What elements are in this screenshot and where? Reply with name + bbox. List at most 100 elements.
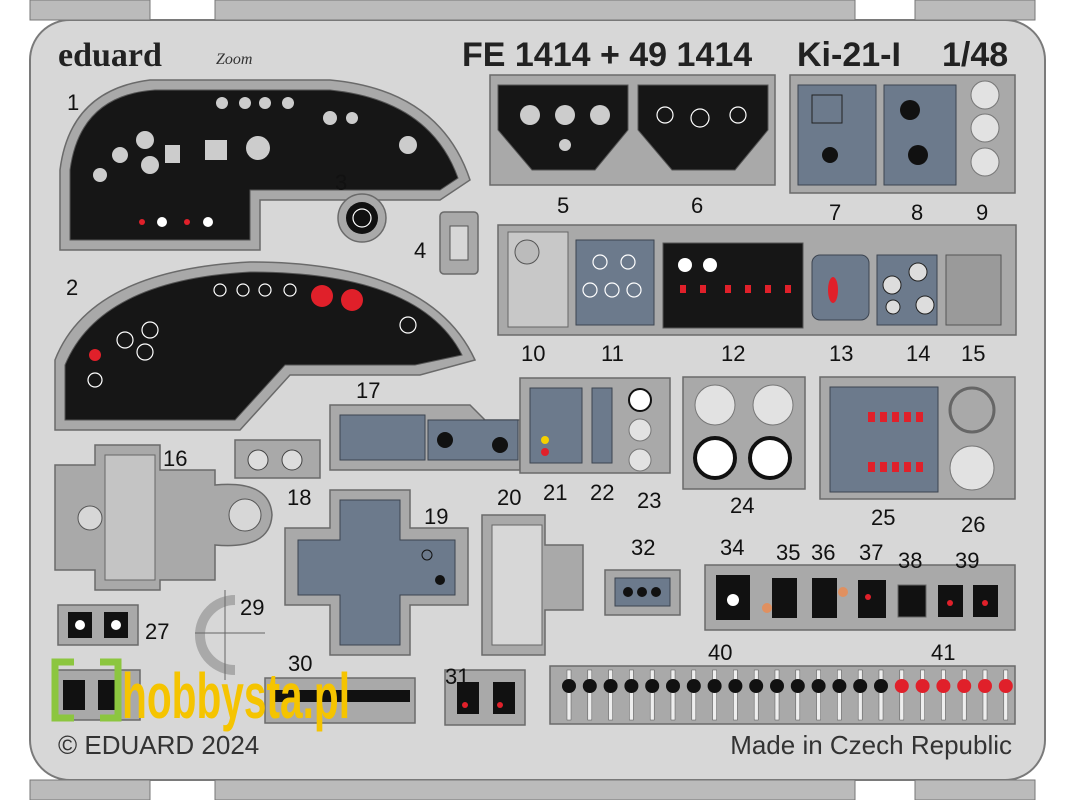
- black-knob: [707, 679, 722, 693]
- part-19: [284, 489, 469, 656]
- black-knob: [749, 679, 764, 693]
- black-knob: [624, 679, 639, 693]
- part-label: 20: [497, 485, 521, 510]
- part-34-39: [704, 564, 1016, 631]
- part-32: [604, 569, 681, 616]
- red-knob: [978, 679, 992, 693]
- knob-stem: [712, 669, 717, 721]
- black-knob: [728, 679, 743, 693]
- part-30: [264, 677, 416, 724]
- eduard-logo: eduard: [58, 37, 162, 74]
- black-knob: [853, 679, 868, 693]
- black-knob: [562, 679, 576, 693]
- part-label: 3: [335, 170, 347, 195]
- part-label: 7: [829, 200, 841, 225]
- knob-stem: [774, 669, 780, 721]
- knob-stem: [587, 669, 593, 721]
- part-31: [444, 669, 526, 726]
- part-label: 14: [906, 341, 930, 366]
- black-knob: [686, 679, 701, 693]
- part-label: 17: [356, 378, 380, 403]
- knob-stem: [629, 669, 634, 721]
- black-knob: [790, 679, 805, 693]
- part-16: [54, 444, 273, 591]
- part-label: 12: [721, 341, 745, 366]
- black-knob: [770, 679, 784, 693]
- part-label: 11: [601, 341, 624, 366]
- part-label: 38: [898, 548, 922, 573]
- part-label: 22: [590, 480, 614, 505]
- black-knob: [645, 679, 660, 693]
- black-knob: [832, 679, 847, 693]
- part-label: 30: [288, 651, 312, 676]
- product-code: FE 1414 + 49 1414: [462, 36, 752, 74]
- black-knob: [666, 679, 680, 693]
- knob-stem: [837, 669, 842, 721]
- part-label: 39: [955, 548, 979, 573]
- zoom-logo: Zoom: [216, 51, 252, 68]
- knob-stem: [941, 669, 946, 721]
- part-label: 23: [637, 488, 661, 513]
- part-21-22-23: [519, 377, 671, 474]
- part-label: 13: [829, 341, 853, 366]
- knob-stem: [608, 669, 613, 721]
- knob-stem: [691, 669, 697, 721]
- part-label: 37: [859, 540, 883, 565]
- part-label: 29: [240, 595, 264, 620]
- part-20: [481, 514, 584, 656]
- part-label: 27: [145, 619, 169, 644]
- part-label: 5: [557, 193, 569, 218]
- watermark-text: hobbysta.pl: [122, 660, 350, 732]
- knob-stem: [982, 669, 988, 721]
- part-label: 6: [691, 193, 703, 218]
- knob-stem: [566, 669, 572, 721]
- knob-stem: [920, 669, 925, 721]
- knob-stem: [795, 669, 801, 721]
- part-label: 25: [871, 505, 895, 530]
- part-label: 36: [811, 540, 835, 565]
- aircraft-name: Ki-21-I: [797, 36, 901, 74]
- part-29: [195, 590, 265, 680]
- part-1-instrument-panel: [59, 79, 471, 251]
- part-label: 32: [631, 535, 655, 560]
- part-label: 1: [67, 90, 79, 115]
- part-3-gauge: [337, 193, 387, 243]
- knob-stem: [816, 669, 821, 721]
- knob-stem: [1003, 669, 1009, 721]
- red-knob: [894, 679, 909, 693]
- part-label: 35: [776, 540, 800, 565]
- knob-stem: [733, 669, 738, 721]
- part-7-8-9-panels: [789, 74, 1016, 194]
- part-label: 9: [976, 200, 988, 225]
- knob-stem: [670, 669, 676, 721]
- part-27: [57, 604, 139, 646]
- part-24: [682, 376, 806, 490]
- red-knob: [998, 679, 1013, 693]
- knob-stem: [899, 669, 905, 721]
- part-10-15-panels: [497, 224, 1017, 336]
- part-label: 19: [424, 504, 448, 529]
- black-knob: [582, 679, 597, 693]
- part-label: 31: [445, 664, 469, 689]
- part-25-26: [819, 376, 1016, 500]
- black-knob: [603, 679, 618, 693]
- red-knob: [957, 679, 972, 693]
- knob-stem: [878, 669, 884, 721]
- part-label: 41: [931, 640, 955, 665]
- part-label: 40: [708, 640, 732, 665]
- part-18: [234, 439, 321, 479]
- knob-stem: [753, 669, 759, 721]
- part-label: 16: [163, 446, 187, 471]
- knob-stem: [961, 669, 967, 721]
- part-label: 18: [287, 485, 311, 510]
- part-label: 15: [961, 341, 985, 366]
- part-17: [329, 404, 521, 471]
- made-in: Made in Czech Republic: [730, 730, 1012, 760]
- knob-stem: [649, 669, 655, 721]
- red-knob: [936, 679, 951, 693]
- red-knob: [915, 679, 930, 693]
- black-knob: [811, 679, 826, 693]
- hobbysta-watermark: hobbysta.pl: [51, 658, 350, 732]
- black-knob: [874, 679, 888, 693]
